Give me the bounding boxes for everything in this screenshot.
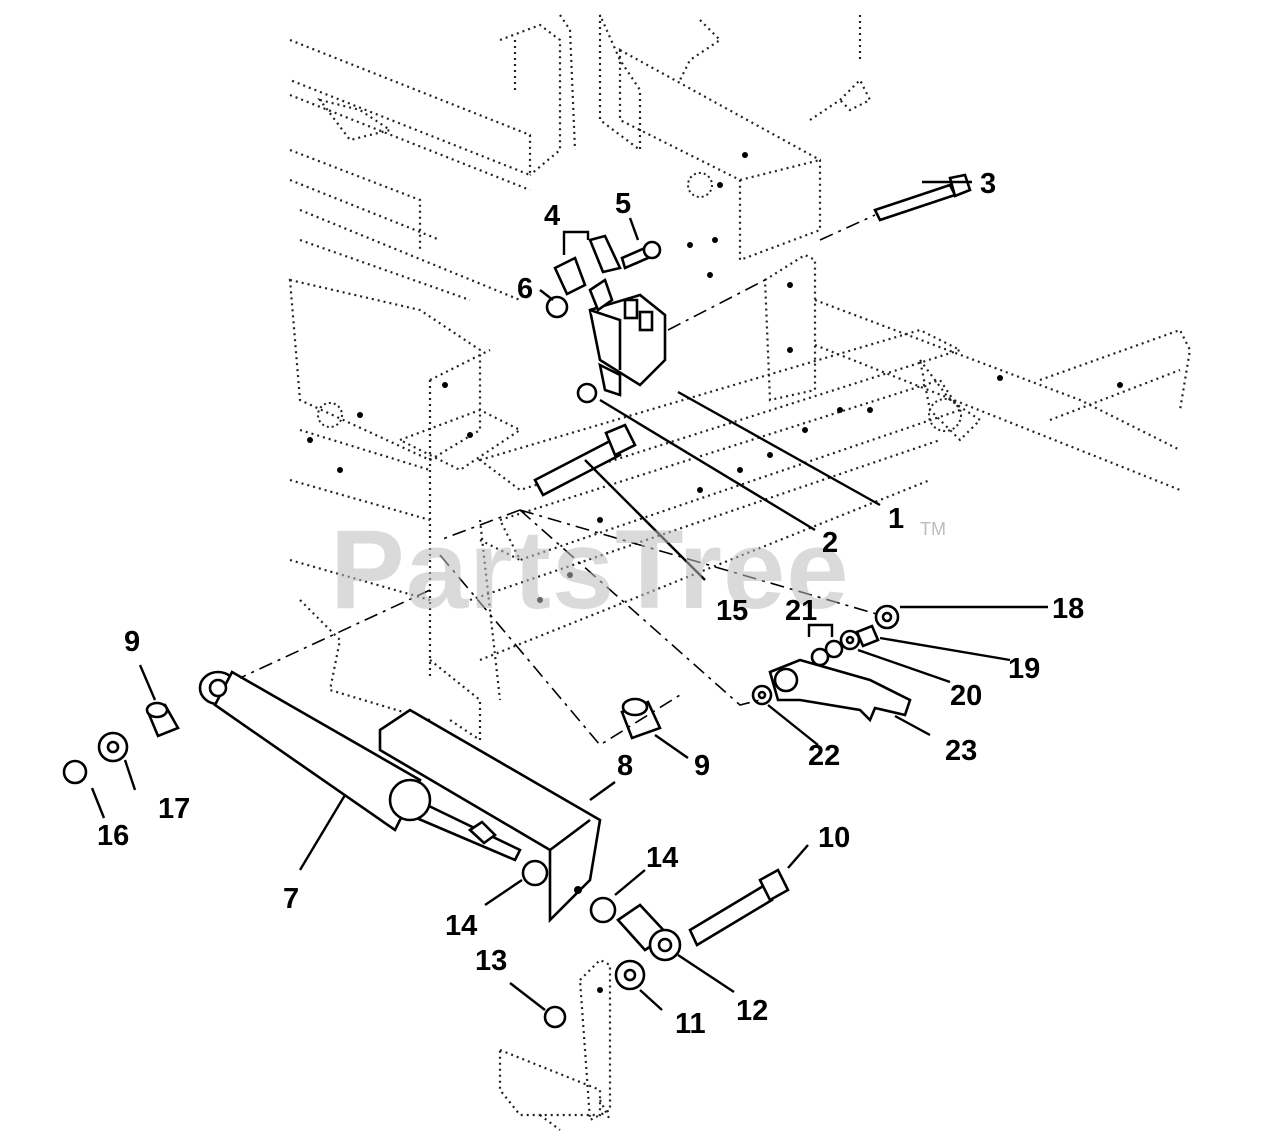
- callout-10: 10: [818, 822, 850, 854]
- callout-16: 16: [97, 820, 129, 852]
- nut-14-right: [589, 896, 617, 924]
- callout-12: 12: [736, 995, 768, 1027]
- washer-18: [874, 604, 900, 630]
- spacer-9-left: [145, 701, 180, 738]
- callout-1: 1: [888, 503, 904, 535]
- callout-11: 11: [675, 1008, 706, 1040]
- lift-arm-bracket: [378, 708, 602, 924]
- bushing-19: [855, 624, 880, 648]
- callout-14-left: 14: [445, 910, 477, 942]
- bolt-3: [873, 173, 972, 222]
- callout-17: 17: [158, 793, 190, 825]
- callout-20: 20: [950, 680, 982, 712]
- leader-lines: [90, 180, 1048, 1011]
- callout-23: 23: [945, 735, 977, 767]
- nut-2: [576, 382, 598, 404]
- washer-22: [751, 684, 773, 706]
- callout-6: 6: [517, 273, 533, 305]
- callout-2: 2: [822, 527, 838, 559]
- bolt-10: [688, 868, 790, 947]
- callout-9-right: 9: [694, 750, 710, 782]
- watermark-trademark: TM: [920, 519, 946, 539]
- hydraulic-cylinder: [198, 670, 522, 862]
- frame-background: [288, 14, 1192, 1131]
- callout-7: 7: [283, 883, 299, 915]
- callout-22: 22: [808, 740, 840, 772]
- callout-5: 5: [615, 188, 631, 220]
- callout-13: 13: [475, 945, 507, 977]
- watermark: PartsTree: [330, 507, 850, 632]
- callout-15: 15: [716, 595, 748, 627]
- nut-16: [62, 759, 88, 785]
- washer-11: [614, 959, 646, 991]
- callout-3: 3: [980, 168, 996, 200]
- washers-21: [810, 639, 844, 667]
- link-plates-4: [553, 234, 622, 296]
- nut-14-left: [521, 859, 549, 887]
- washer-17: [97, 731, 129, 763]
- link-bracket-23: [768, 658, 912, 723]
- bolt-5: [620, 240, 662, 270]
- washer-20: [839, 629, 861, 651]
- callout-9-left: 9: [124, 626, 140, 658]
- nut-13: [543, 1005, 567, 1029]
- callout-18: 18: [1052, 593, 1084, 625]
- bolt-15: [533, 423, 637, 497]
- callout-14-right: 14: [646, 842, 678, 874]
- callout-labels: 1 2 3 4 5 6 7 8 9 9 10 11 12 13 14 14 15…: [97, 168, 1084, 1040]
- assembly-lines: [239, 214, 881, 747]
- nut-6: [545, 295, 569, 319]
- control-valve: [588, 277, 667, 397]
- callout-4: 4: [544, 200, 560, 232]
- rod-end: [616, 903, 682, 962]
- callout-21: 21: [785, 595, 817, 627]
- callout-8: 8: [617, 750, 633, 782]
- callout-19: 19: [1008, 653, 1040, 685]
